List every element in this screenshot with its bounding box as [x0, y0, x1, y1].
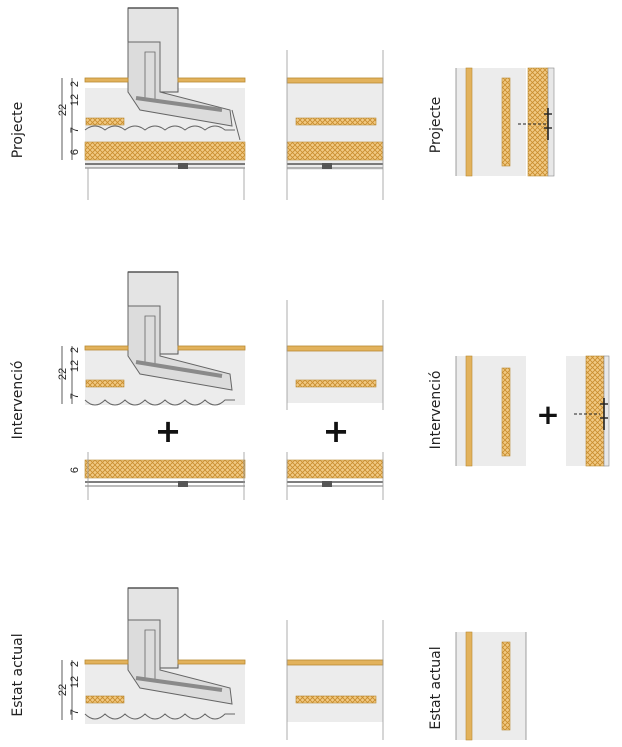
plus-icon: + [155, 412, 182, 450]
plus-icon: + [323, 412, 350, 450]
dim-22: 22 [57, 684, 69, 696]
label-estat-actual: Estat actual [10, 633, 26, 716]
dim-12: 12 [69, 360, 81, 372]
dim-12: 12 [69, 676, 81, 688]
section-intervencio-added-secondary [286, 452, 384, 500]
plus-icon: + [536, 398, 559, 431]
section-estat-secondary [286, 620, 384, 740]
label-projecte: Projecte [10, 102, 26, 159]
section-intervencio-secondary [286, 300, 384, 410]
row-intervencio: Intervenció 2 12 22 7 + [10, 271, 610, 500]
row-estat-actual: Estat actual 2 12 22 7 [10, 587, 527, 741]
section-estat-main: 2 12 22 7 [57, 587, 246, 724]
dim-7: 7 [69, 127, 81, 133]
section-projecte-main: 2 12 22 7 6 [57, 7, 246, 200]
dim-2: 2 [69, 347, 81, 353]
wall-projecte: Projecte [428, 67, 555, 177]
label-intervencio: Intervenció [10, 361, 26, 440]
wall-intervencio: Intervenció + [428, 355, 610, 467]
dim-7: 7 [69, 393, 81, 399]
label-intervencio-wall: Intervenció [428, 371, 444, 450]
dim-6: 6 [69, 149, 81, 155]
dim-22: 22 [57, 104, 69, 116]
dim-7: 7 [69, 709, 81, 715]
wall-estat-actual: Estat actual [428, 631, 527, 741]
dim-2: 2 [69, 661, 81, 667]
dim-2: 2 [69, 81, 81, 87]
label-estat-actual-wall: Estat actual [428, 646, 444, 729]
dim-6: 6 [69, 467, 81, 473]
section-projecte-secondary [286, 50, 384, 200]
dim-12: 12 [69, 94, 81, 106]
section-intervencio-main: 2 12 22 7 [57, 271, 246, 406]
section-intervencio-added-main: 6 [69, 452, 246, 500]
label-projecte-wall: Projecte [428, 97, 444, 154]
row-projecte: Projecte 2 [10, 7, 555, 200]
dim-22: 22 [57, 368, 69, 380]
